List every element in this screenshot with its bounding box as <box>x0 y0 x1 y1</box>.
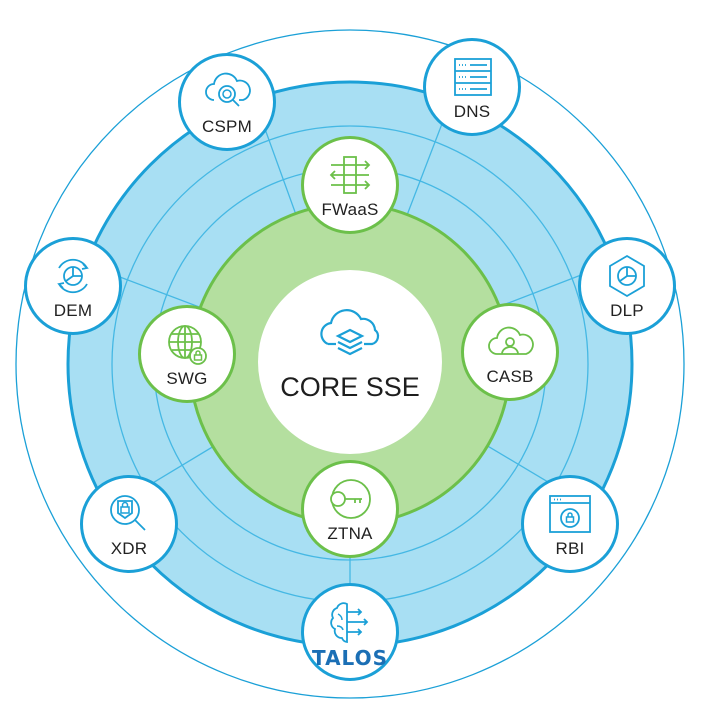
node-fwaas[interactable]: FWaaS <box>301 136 399 234</box>
browser-lock-icon <box>549 495 591 533</box>
node-cspm[interactable]: CSPM <box>178 53 276 151</box>
core-label: CORE SSE <box>280 372 420 402</box>
node-label: XDR <box>110 539 148 558</box>
node-dlp[interactable]: DLP <box>578 237 676 335</box>
server-list-icon <box>454 58 492 96</box>
node-dns[interactable]: DNS <box>423 38 521 136</box>
node-dem[interactable]: DEM <box>24 237 122 335</box>
node-label: CSPM <box>202 117 252 136</box>
node-xdr[interactable]: XDR <box>80 475 178 573</box>
cloud-layers-icon <box>320 309 380 356</box>
node-ztna[interactable]: ZTNA <box>301 460 399 558</box>
node-label: ZTNA <box>327 524 373 543</box>
node-label: FWaaS <box>321 200 379 219</box>
globe-lock-icon <box>168 325 207 365</box>
brain-arrows-icon <box>330 602 369 644</box>
cloud-user-icon <box>488 326 534 355</box>
node-rbi[interactable]: RBI <box>521 475 619 573</box>
node-casb[interactable]: CASB <box>461 303 559 401</box>
node-swg[interactable]: SWG <box>138 305 236 403</box>
node-label: DLP <box>610 301 644 320</box>
node-talos[interactable]: TALOS <box>301 583 399 681</box>
firewall-arrows-icon <box>329 156 371 194</box>
shield-search-icon <box>110 495 146 531</box>
node-label: TALOS <box>311 646 388 670</box>
node-label: CASB <box>486 367 534 386</box>
cloud-search-icon <box>205 72 251 107</box>
node-label: RBI <box>555 539 585 558</box>
key-icon <box>330 479 371 519</box>
hexagon-chart-icon <box>609 254 645 298</box>
node-label: SWG <box>166 369 208 388</box>
outer-thin-ring <box>15 29 685 699</box>
node-label: DNS <box>453 102 491 121</box>
node-label: DEM <box>53 301 93 320</box>
core-sse-node[interactable]: CORE SSE <box>258 270 442 454</box>
refresh-chart-icon <box>57 258 89 294</box>
